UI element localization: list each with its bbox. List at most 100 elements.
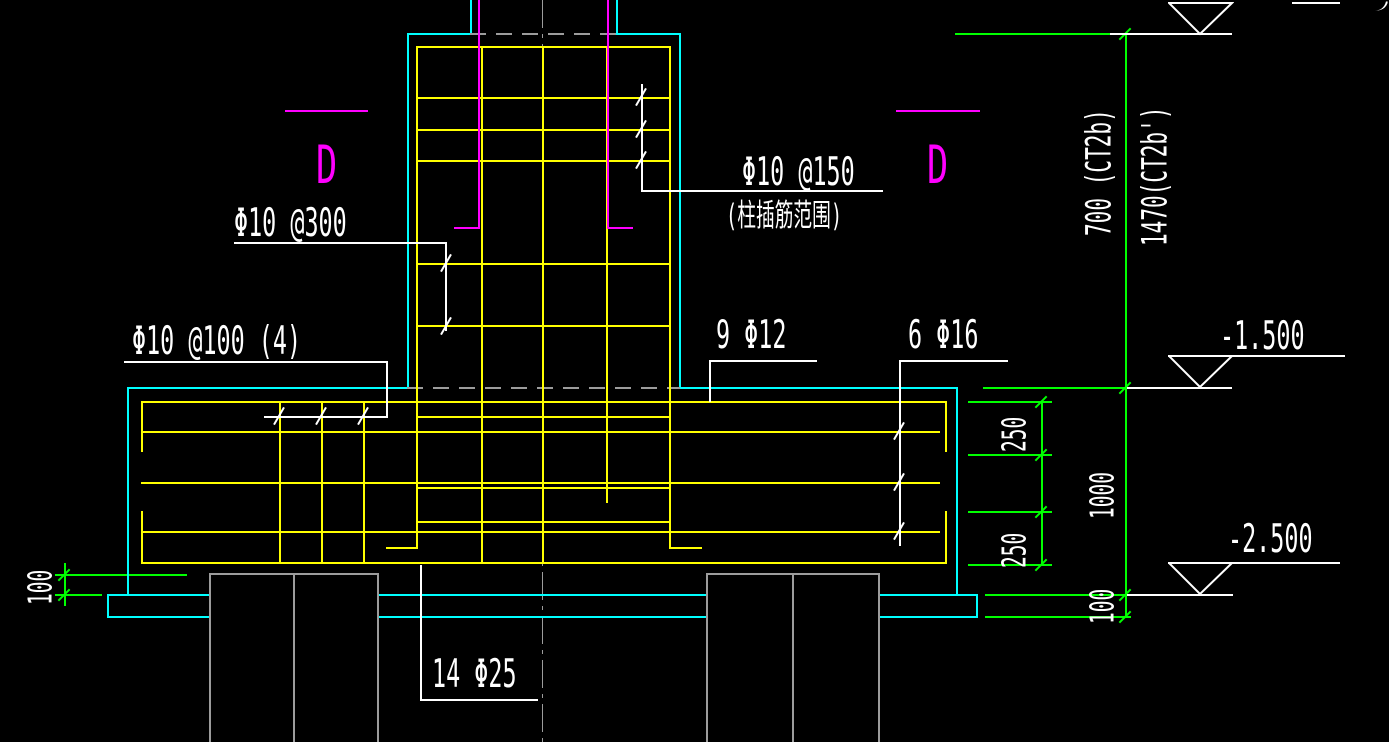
extension-line-layer3	[968, 511, 1052, 513]
footing-top-left	[127, 387, 407, 389]
elevation-text-underline-clipped	[1292, 2, 1340, 4]
elevation-level-line-minus1500	[1127, 387, 1232, 389]
footing-outline-left	[127, 387, 129, 596]
footing-waist-bar	[141, 431, 940, 433]
pedestal-tie	[416, 521, 671, 523]
elevation-value-minus2500: -2.500	[1228, 517, 1313, 563]
dim-pile-embed-100: 100	[21, 569, 60, 605]
label-waist-bars: 6 Φ16	[908, 313, 979, 359]
footing-edge-bar	[945, 511, 947, 564]
extension-line-footing-bottom	[985, 594, 1131, 596]
footing-top-bar	[141, 401, 947, 403]
extension-line-cap-bottom	[55, 594, 102, 596]
footing-waist-bar	[141, 531, 940, 533]
leader-bottombars	[420, 699, 538, 701]
dimension-line-pile-embed	[64, 563, 66, 606]
clipped-text-fragment	[1371, 0, 1388, 13]
pile-right-centerline	[792, 575, 794, 742]
elevation-triangle-top	[1168, 2, 1234, 36]
pedestal-bar-inner1	[481, 46, 483, 563]
extension-line-layer2	[968, 454, 1052, 456]
column-dowel-right-foot	[607, 227, 633, 229]
leader-sidebars	[709, 360, 817, 362]
footing-edge-bar	[141, 511, 143, 564]
elevation-level-line-minus2500	[1127, 594, 1233, 596]
pedestal-tie	[416, 325, 671, 327]
extension-line-blinding-bottom	[985, 616, 1131, 618]
column-dowel-right	[607, 0, 609, 229]
dim-pedestal-height-alt: 1470(CT2b')	[1135, 106, 1176, 247]
pedestal-outline-left	[407, 33, 409, 389]
leader-ties300	[234, 242, 447, 244]
column-dowel-left	[478, 0, 480, 229]
elevation-triangle-minus2500	[1168, 562, 1234, 596]
dim-bottom-layer-250: 250	[995, 532, 1034, 568]
column-outline-right	[616, 0, 618, 34]
blinding-bottom	[107, 616, 977, 618]
footing-bottom-bar	[142, 562, 945, 564]
pedestal-tie	[416, 416, 671, 418]
pedestal-tie	[416, 97, 671, 99]
dimension-line-main	[1125, 33, 1127, 617]
leader-ties100	[124, 361, 388, 363]
elevation-underline-minus1500	[1168, 355, 1345, 357]
pedestal-tie	[416, 487, 671, 489]
pedestal-top-left	[407, 33, 472, 35]
pedestal-bar-hook-left	[386, 547, 418, 549]
footing-outline-right	[956, 387, 958, 596]
dimension-line-bar-layers	[1041, 401, 1043, 565]
footing-tie-leg	[363, 401, 365, 564]
column-dowel-left-foot	[454, 227, 480, 229]
pedestal-bar-inner3	[606, 46, 608, 503]
leader-sidebars-drop	[709, 360, 711, 402]
leader-ties100-arm	[264, 416, 388, 418]
leader-ties300-drop	[445, 242, 447, 331]
footing-top-right	[679, 387, 957, 389]
label-pedestal-ties-upper: Φ10 @150	[742, 150, 855, 196]
extension-line-pedestal-top	[955, 33, 1131, 35]
section-mark-letter-right: D	[927, 135, 949, 197]
blinding-top	[107, 594, 977, 596]
elevation-underline-minus2500	[1168, 562, 1340, 564]
leader-ties100-drop	[386, 361, 388, 417]
pedestal-top-right	[616, 33, 680, 35]
extension-line-layer1	[968, 401, 1052, 403]
label-bottom-bars: 14 Φ25	[432, 652, 517, 698]
pedestal-tie	[416, 129, 671, 131]
section-mark-letter-left: D	[316, 135, 338, 197]
pedestal-outline-right	[679, 33, 681, 389]
footing-edge-bar	[141, 401, 143, 452]
pedestal-bar-right	[669, 46, 671, 549]
leader-ties150	[641, 190, 883, 192]
pedestal-bar-hook-right	[669, 547, 702, 549]
label-footing-ties: Φ10 @100 (4)	[132, 319, 302, 365]
leader-ties150-drop	[641, 84, 643, 192]
pedestal-bar-left	[416, 46, 418, 549]
extension-line-layer4	[968, 564, 1052, 566]
pedestal-cage-top	[416, 46, 671, 48]
footing-tie-leg	[279, 401, 281, 564]
blinding-left	[107, 594, 109, 618]
label-side-bars: 9 Φ12	[716, 313, 787, 359]
label-pedestal-ties-lower: Φ10 @300	[234, 201, 347, 247]
dim-footing-height-1000: 1000	[1083, 472, 1122, 519]
elevation-value-minus1500: -1.500	[1220, 314, 1305, 360]
dim-pedestal-height-primary: 700 (CT2b)	[1079, 109, 1120, 236]
leader-bottombars-drop	[420, 565, 422, 701]
footing-waist-bar	[141, 482, 940, 484]
leader-waistbars	[899, 360, 1008, 362]
dim-blinding-100: 100	[1083, 588, 1122, 624]
hidden-edge-pedestal-top	[470, 33, 617, 35]
column-outline-left	[470, 0, 472, 34]
pile-left-centerline	[293, 575, 295, 742]
extension-line-footing-top	[983, 387, 1131, 389]
section-mark-line-left	[285, 110, 368, 112]
pedestal-tie	[416, 263, 671, 265]
elevation-triangle-minus1500	[1168, 355, 1234, 389]
section-mark-line-right	[896, 110, 980, 112]
extension-line-pile-top	[55, 574, 187, 576]
footing-tie-leg	[321, 401, 323, 564]
footing-edge-bar	[945, 402, 947, 452]
dim-top-layer-250: 250	[995, 416, 1034, 452]
